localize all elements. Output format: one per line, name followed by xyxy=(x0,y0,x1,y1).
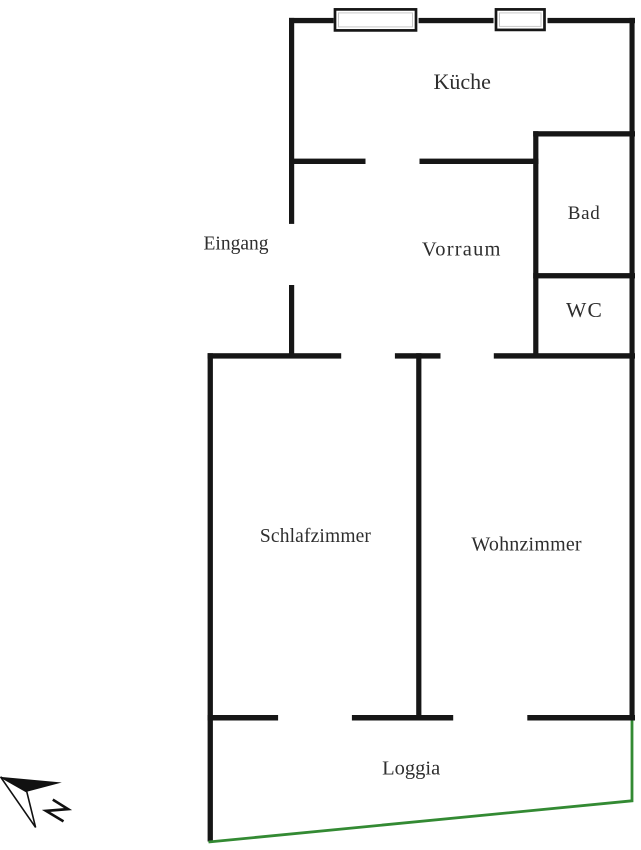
svg-text:Küche: Küche xyxy=(433,69,490,94)
svg-text:WC: WC xyxy=(566,298,603,322)
svg-text:Wohnzimmer: Wohnzimmer xyxy=(471,534,581,556)
svg-text:Eingang: Eingang xyxy=(204,234,269,255)
svg-text:Loggia: Loggia xyxy=(382,757,440,779)
svg-text:Vorraum: Vorraum xyxy=(422,239,502,261)
svg-text:Schlafzimmer: Schlafzimmer xyxy=(260,526,372,547)
svg-text:Bad: Bad xyxy=(568,203,601,224)
